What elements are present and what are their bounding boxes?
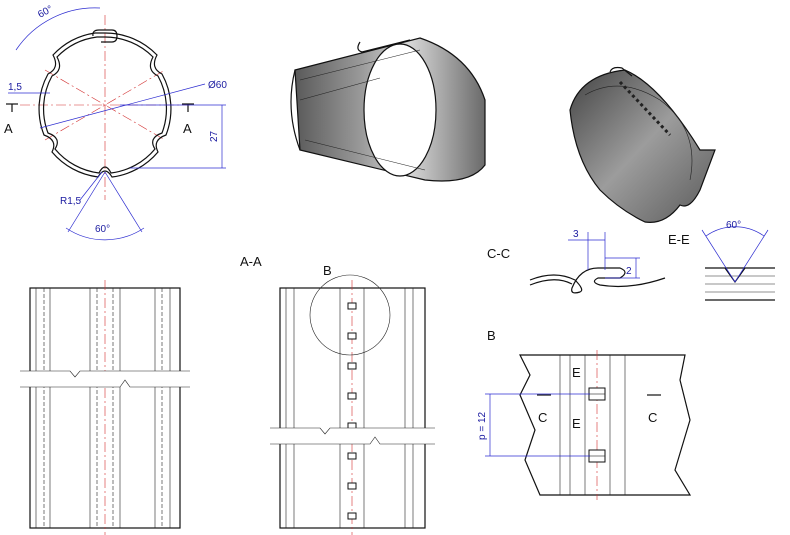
section-a-a-label: A-A: [240, 254, 262, 269]
section-e-e-label: E-E: [668, 232, 690, 247]
detail-b-title: B: [487, 328, 496, 343]
tube-front-view: [20, 280, 190, 535]
wall-thickness-dim: 1,5: [8, 82, 22, 93]
ee-angle-dim: 60°: [726, 220, 741, 231]
section-arrow-a-left: A: [4, 121, 13, 136]
detail-b-marker: B: [323, 263, 332, 278]
tube-cross-section: A A 60° 1,5 Ø60 27 R1,5 60°: [4, 4, 227, 241]
cc-height-dim: 2: [626, 266, 632, 277]
section-c-c-label: C-C: [487, 246, 510, 261]
section-arrow-a-right: A: [183, 121, 192, 136]
section-a-a-view: A-A B: [240, 254, 435, 535]
section-arrow-e-lower: E: [572, 416, 581, 431]
cc-width-dim: 3: [573, 229, 579, 240]
angle-bottom-dim: 60°: [95, 224, 110, 235]
tube-3d-view: [290, 37, 486, 182]
diameter-dim: Ø60: [208, 80, 227, 91]
detail-b-view: B E E C C p = 12: [477, 328, 692, 500]
height-dim: 27: [209, 130, 220, 142]
pitch-dim: p = 12: [477, 411, 488, 440]
section-c-c-view: C-C 3 2: [487, 229, 666, 294]
groove-radius-dim: R1,5: [60, 196, 82, 207]
section-arrow-c-right: C: [648, 410, 657, 425]
section-arrow-e-upper: E: [572, 365, 581, 380]
tube-3d-cut-view: [569, 66, 716, 223]
section-arrow-c-left: C: [538, 410, 547, 425]
section-e-e-view: E-E 60°: [668, 220, 775, 301]
